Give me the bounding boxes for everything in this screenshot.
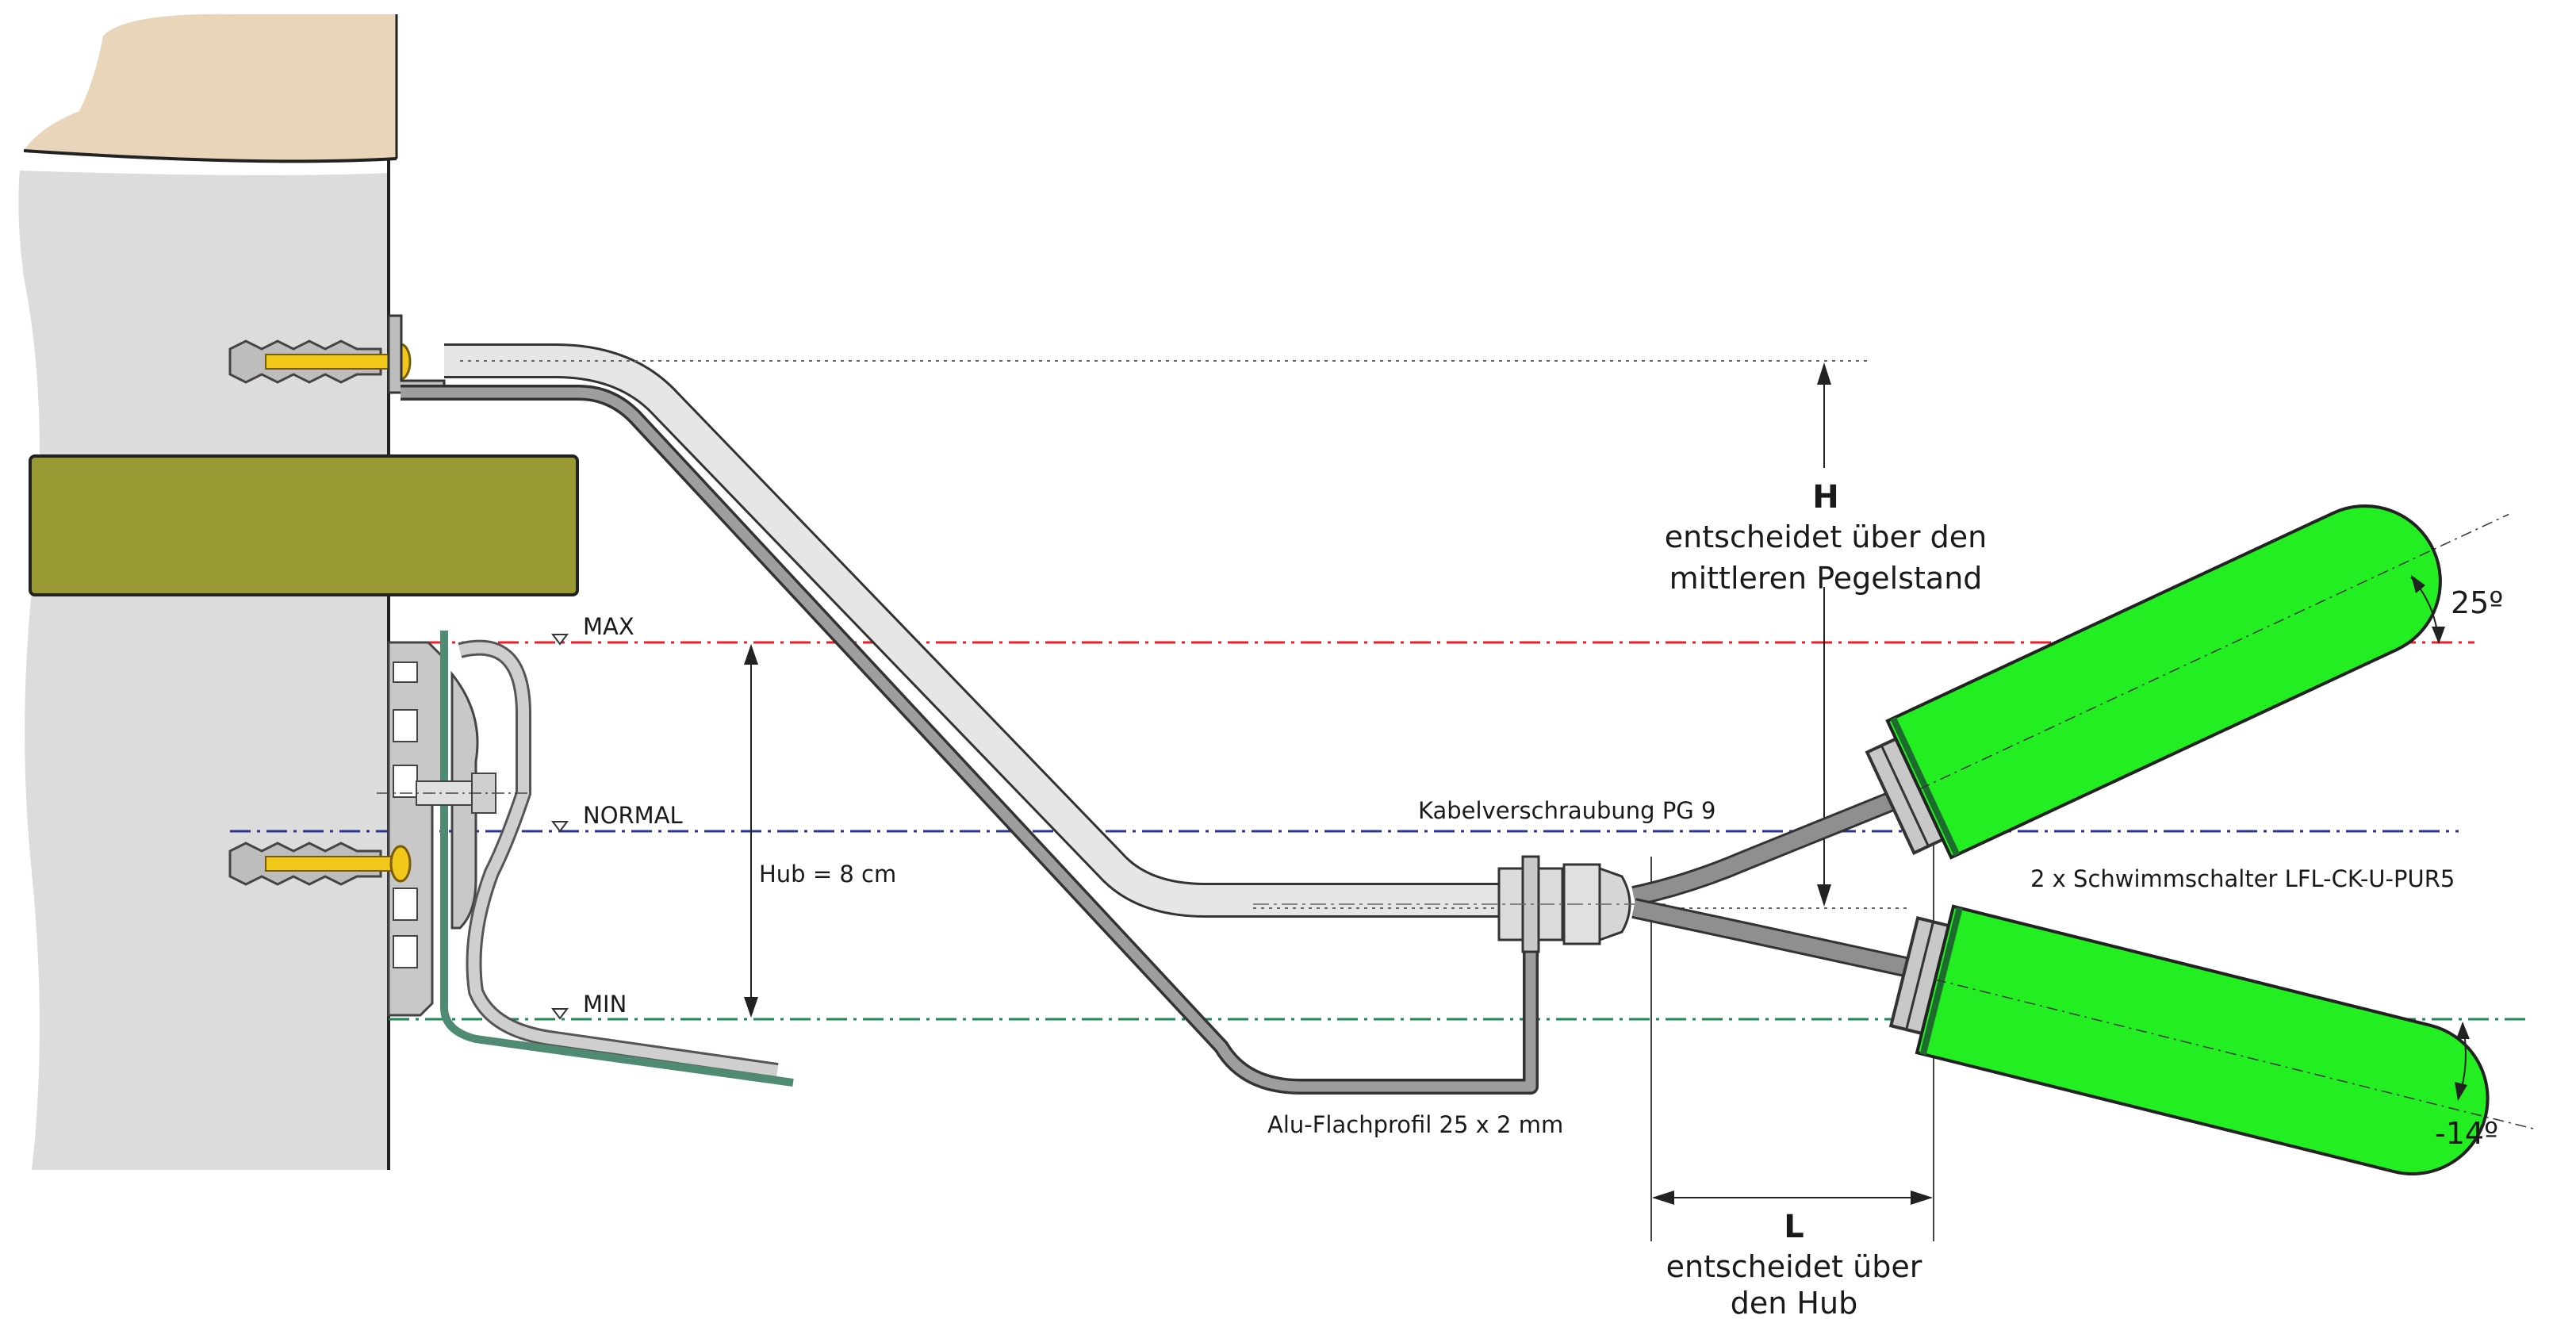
concrete-wall [18, 171, 389, 1170]
upper-float-axis [1919, 513, 2509, 790]
normal-level-triangle [551, 821, 569, 833]
lower-float-axis [1934, 979, 2536, 1130]
h-dimension [460, 360, 1911, 909]
olive-beam [29, 454, 579, 596]
upper-float-cap-line [1880, 745, 1930, 847]
grey-cable-loop-fill [458, 642, 778, 1076]
max-level-triangle [551, 634, 569, 646]
lower-angle-arrow-a [2456, 1022, 2470, 1039]
upper-screw-thread [265, 354, 393, 370]
rail-slot-4 [393, 888, 418, 921]
cable-gland-label: Kabelverschraubung PG 9 [1418, 797, 1715, 824]
upper-angle-arrow-a [2411, 575, 2425, 593]
upper-float-cable-fill [1631, 785, 1915, 904]
min-level-triangle [551, 1008, 569, 1020]
h-desc-line2: mittleren Pegelstand [1669, 561, 1983, 596]
rail-slot-2 [393, 709, 418, 742]
max-level-label: MAX [583, 613, 634, 640]
lower-profile-assembly [377, 631, 794, 1087]
upper-float-body [1885, 504, 2442, 860]
normal-level-label: NORMAL [583, 802, 683, 829]
l-desc-line1: entscheidet über [1666, 1249, 1922, 1284]
lower-float-cap-line [1905, 921, 1934, 1030]
gland-cap [1598, 866, 1631, 942]
l-desc-line2: den Hub [1731, 1286, 1857, 1316]
ground-soil [24, 13, 397, 162]
green-profile-bar [440, 631, 794, 1087]
l-letter: L [1784, 1209, 1804, 1245]
upper-bracket [387, 314, 446, 394]
l-arrow-left [1652, 1191, 1674, 1205]
h-arrow-bottom [1817, 884, 1831, 907]
hub-label: Hub = 8 cm [759, 861, 896, 888]
main-cable-fill [444, 346, 1507, 915]
h-arrow-top [1817, 362, 1831, 385]
lower-angle-arrow-b [2455, 1082, 2467, 1101]
lower-float-body [1915, 904, 2490, 1175]
rail-slot-1 [393, 661, 418, 683]
alu-flat-profile-fill [401, 387, 1536, 1092]
lower-angle-label: -14º [2435, 1116, 2498, 1151]
lower-anchor [228, 842, 412, 886]
lower-screw-head [389, 845, 412, 883]
ground-edge-line [23, 149, 397, 163]
upper-angle-arrow-b [2432, 627, 2445, 644]
upper-float-switch [1865, 504, 2509, 860]
rail-slot-3 [393, 765, 418, 798]
lower-float-cable-fill [1631, 900, 1930, 980]
cable-gland-pg9 [1253, 855, 1666, 953]
rail-slot-5 [393, 935, 418, 968]
min-level-label: MIN [583, 991, 627, 1018]
upper-angle-label: 25º [2451, 585, 2503, 620]
hub-dimension [744, 644, 758, 1018]
float-switch-label: 2 x Schwimmschalter LFL-CK-U-PUR5 [2030, 865, 2455, 892]
hub-arrow-bottom [744, 997, 758, 1018]
alu-profile-label: Alu-Flachprofil 25 x 2 mm [1267, 1111, 1563, 1138]
hub-arrow-top [744, 644, 758, 665]
lower-screw-thread [265, 856, 393, 872]
h-letter: H [1812, 479, 1838, 516]
h-desc-line1: entscheidet über den [1665, 520, 1987, 554]
l-arrow-right [1911, 1191, 1933, 1205]
lower-float-switch [1888, 904, 2536, 1175]
